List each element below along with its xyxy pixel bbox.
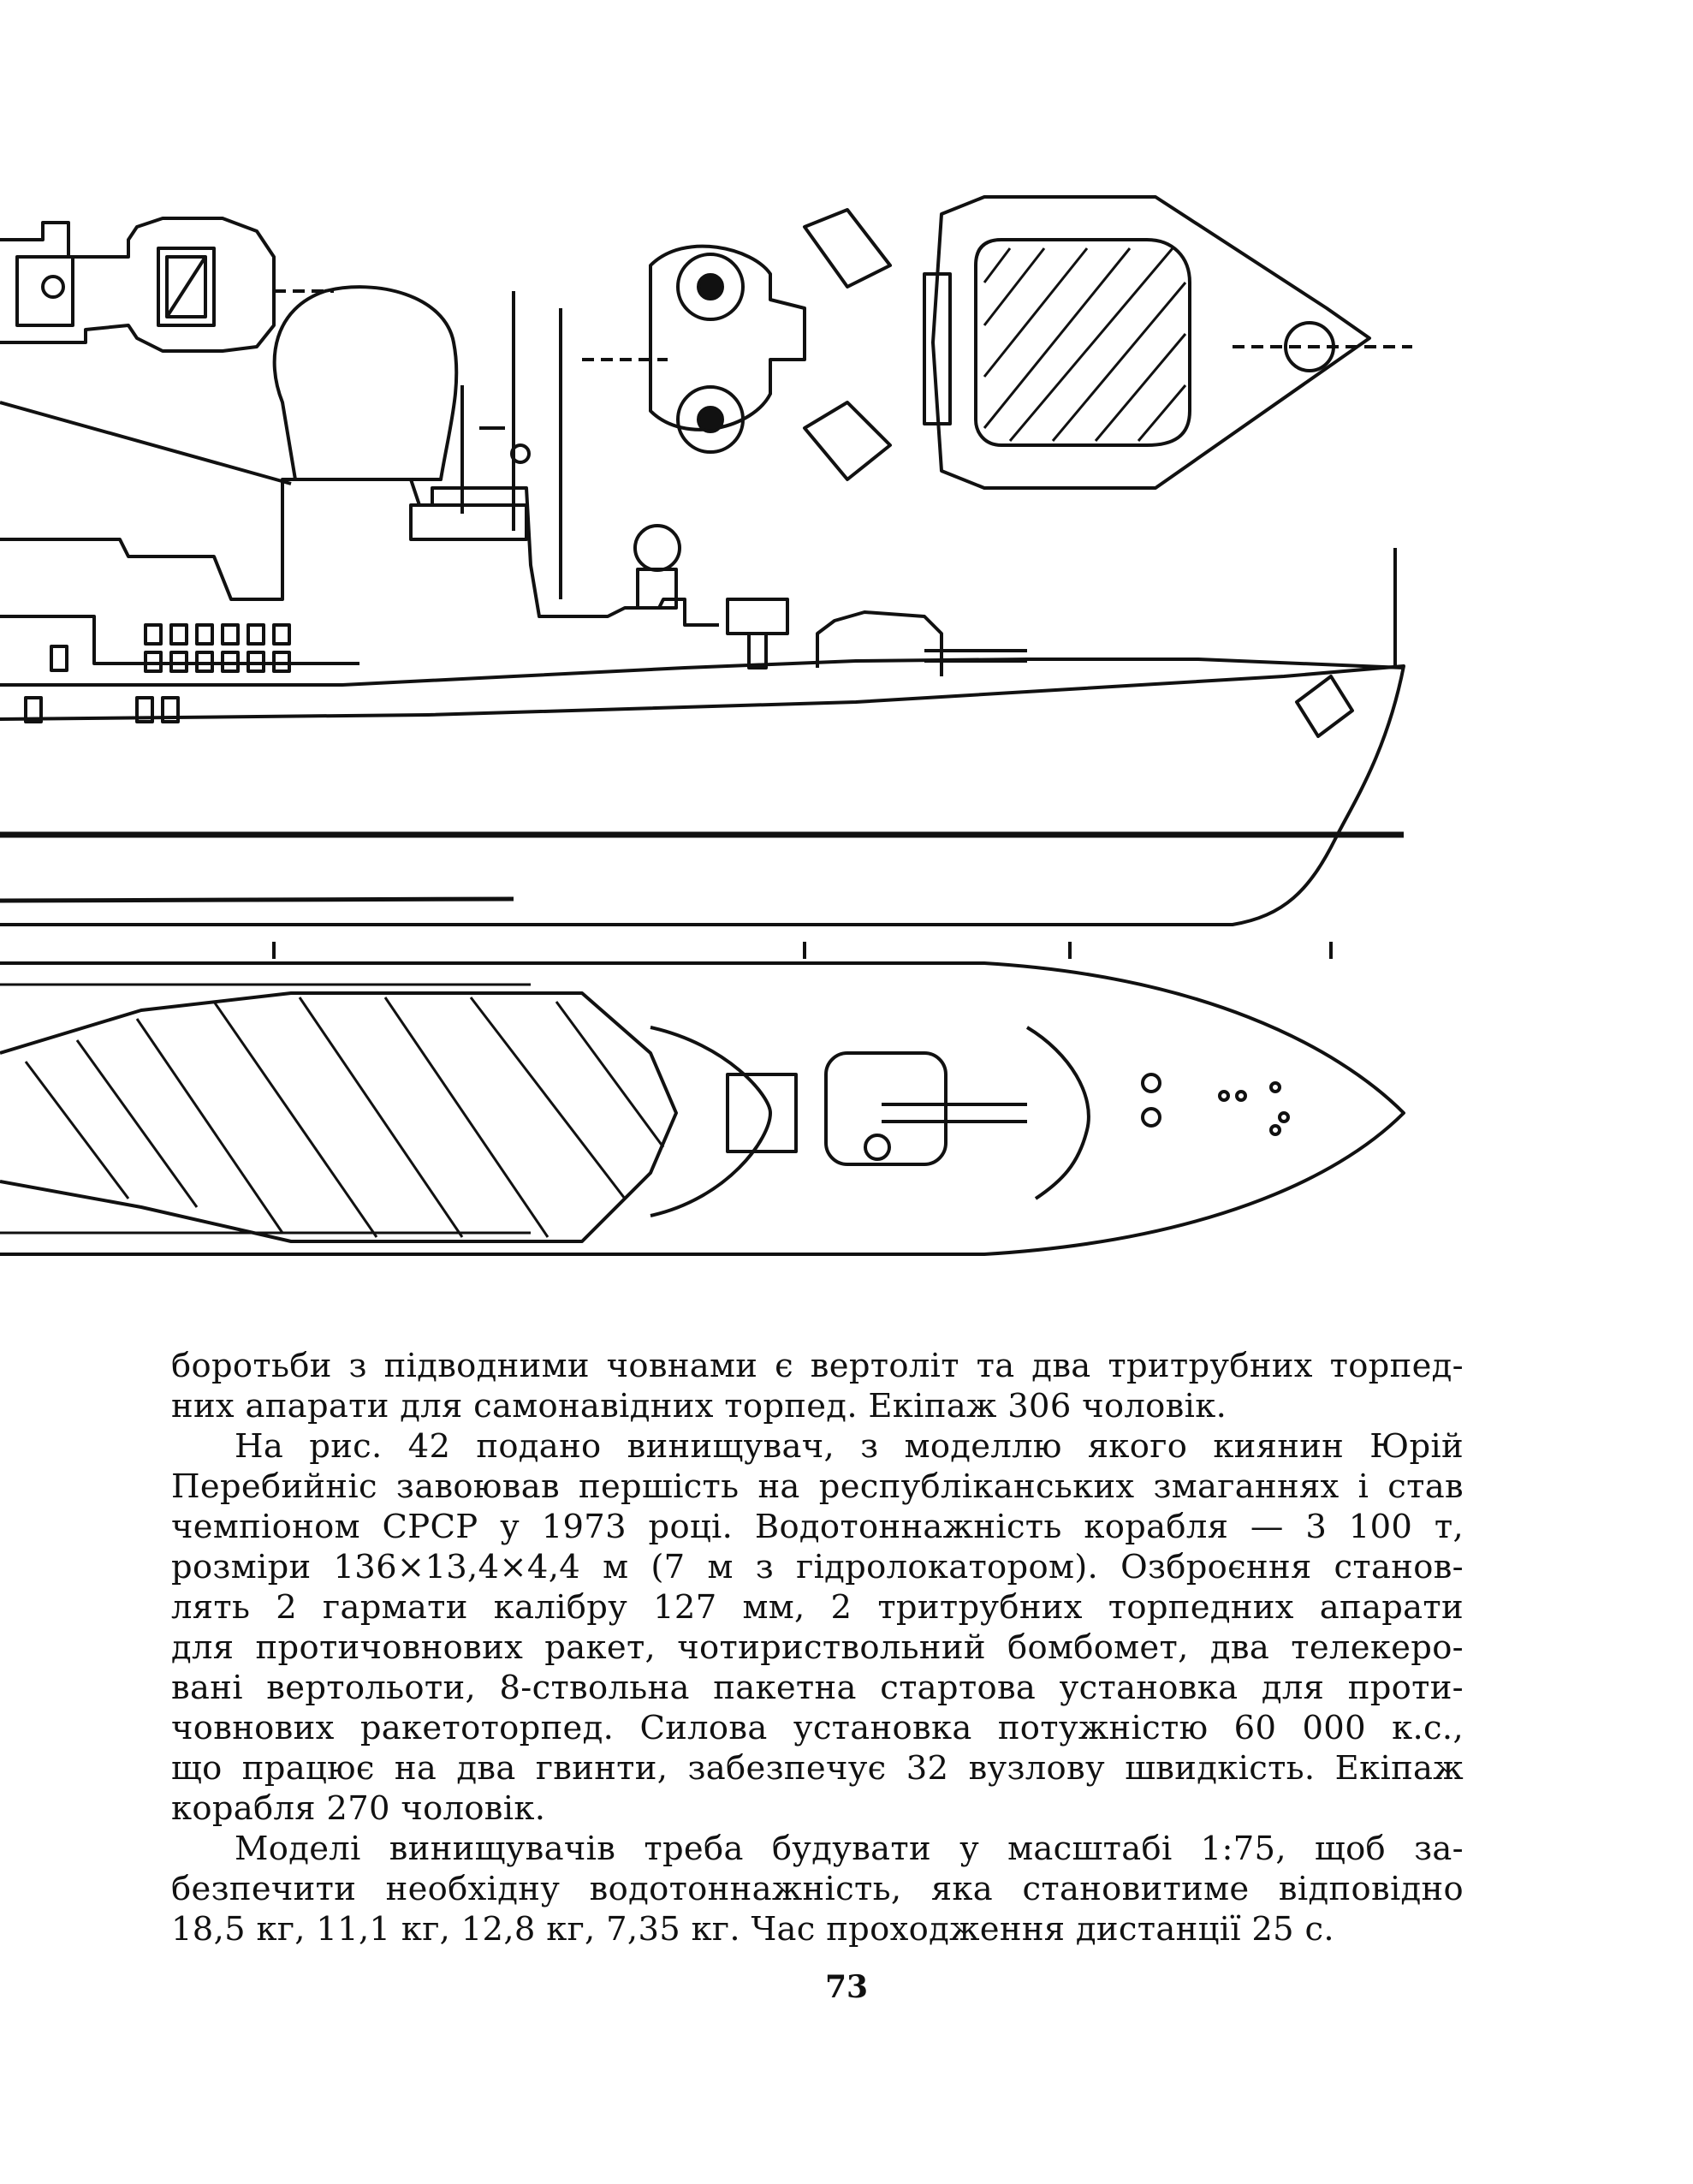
paragraph: Моделі винищувачів треба будувати у масш…: [171, 1829, 1464, 1949]
text-line: що працює на два гвинти, забезпечує 32 в…: [171, 1749, 1464, 1788]
ship-drawing: [0, 195, 1412, 1256]
paragraph: На рис. 42 подано винищувач, з моделлю я…: [171, 1426, 1464, 1829]
body-text: боротьби з підводними човнами є вертоліт…: [171, 1346, 1464, 1949]
window-row: [24, 623, 291, 723]
text-line: 18,5 кг, 11,1 кг, 12,8 кг, 7,35 кг. Час …: [171, 1910, 1334, 1949]
text-line: Моделі винищувачів треба будувати у масш…: [235, 1830, 1464, 1868]
text-line: розміри 136×13,4×4,4 м (7 м з гідролокат…: [171, 1548, 1464, 1586]
superstructure-side: [0, 478, 1405, 723]
text-line: Перебийніс завоював першість на республі…: [171, 1467, 1464, 1506]
text-line: безпечити необхідну водотоннажність, яка…: [171, 1870, 1464, 1908]
text-line: вані вертольоти, 8-ствольна пакетна стар…: [171, 1669, 1464, 1707]
bridge-plan-detail: [0, 217, 334, 353]
paragraph: боротьби з підводними човнами є вертоліт…: [171, 1346, 1464, 1426]
text-line: чемпіоном СРСР у 1973 році. Водотоннажні…: [171, 1508, 1464, 1546]
text-line: корабля 270 чоловік.: [171, 1789, 546, 1828]
page-number: 73: [824, 1969, 869, 2005]
text-line: лять 2 гармати калібру 127 мм, 2 тритруб…: [171, 1588, 1464, 1627]
radar-dome: [0, 285, 562, 599]
text-line: На рис. 42 подано винищувач, з моделлю я…: [235, 1427, 1464, 1466]
text-line: човнових ракетоторпед. Силова установка …: [171, 1709, 1464, 1747]
hull-side: [0, 548, 1405, 926]
text-line: них апарати для самонавідних торпед. Екі…: [171, 1387, 1227, 1425]
forward-deck-plan: [582, 195, 1412, 490]
text-line: для протичовнових ракет, чотириствольний…: [171, 1628, 1464, 1667]
deck-plan-view: [0, 942, 1405, 1256]
text-line: боротьби з підводними човнами є вертоліт…: [171, 1347, 1464, 1385]
